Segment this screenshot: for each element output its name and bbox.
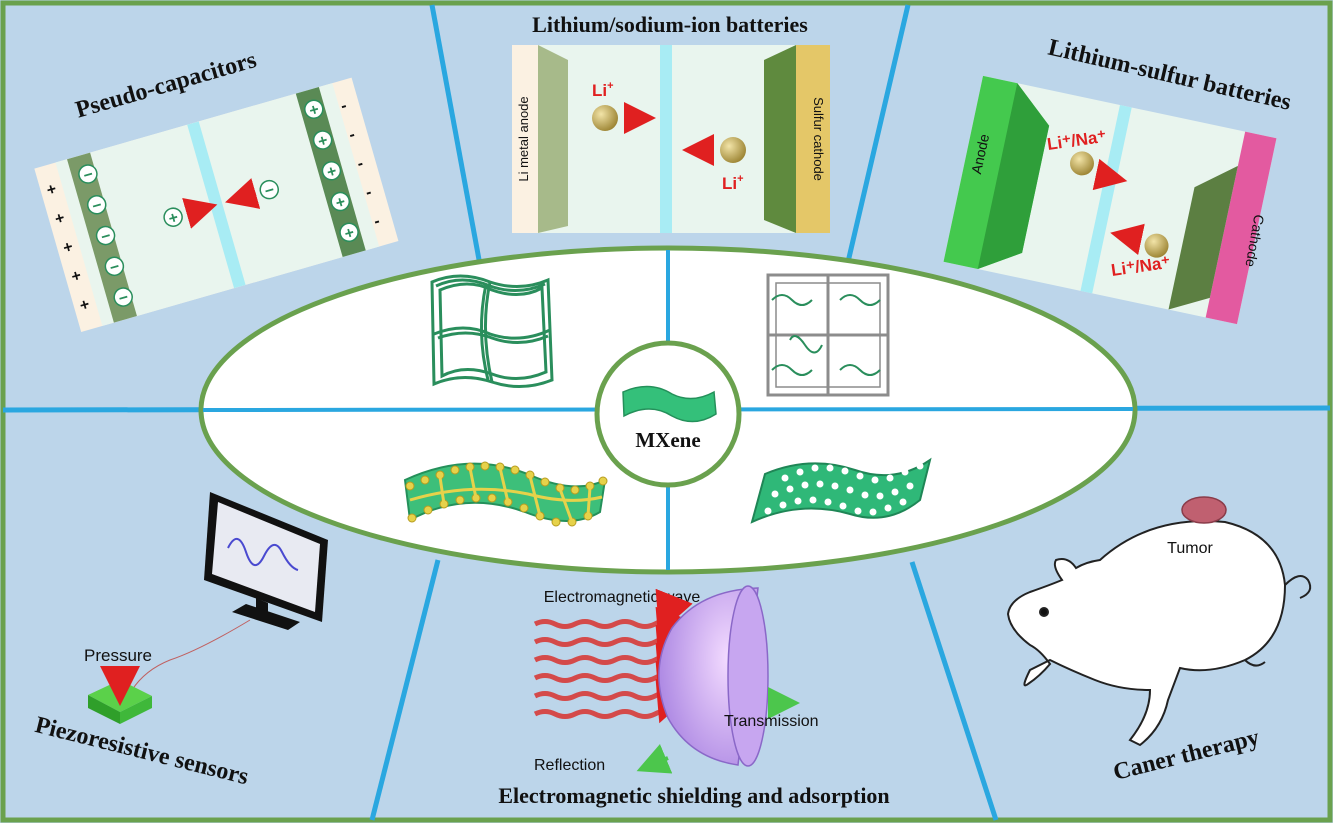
svg-text:+: +: [53, 210, 67, 229]
svg-text:-: -: [364, 184, 374, 202]
mxene-aerogel-structure: [430, 274, 554, 388]
mxene-sheet-icon: [622, 385, 717, 423]
mxene-fiber-network: [403, 461, 608, 527]
li-ion-bottom: [720, 137, 746, 163]
svg-text:−: −: [108, 258, 122, 277]
svg-text:-: -: [339, 97, 349, 115]
sulfur-cathode-label: Sulfur cathode: [811, 97, 826, 181]
shield-hemisphere-icon: [658, 585, 769, 767]
svg-text:+: +: [343, 224, 357, 243]
em-title: Electromagnetic shielding and adsorption: [498, 783, 889, 808]
em-wave-label: Electromagnetic wave: [544, 589, 701, 606]
tumor-label: Tumor: [1167, 540, 1213, 557]
svg-text:+: +: [316, 132, 330, 151]
mxene-porous-film: [750, 457, 932, 524]
li-na-ion-title: Lithium/sodium-ion batteries: [532, 12, 808, 37]
svg-text:-: -: [347, 126, 357, 144]
li-metal-anode-label: Li metal anode: [516, 96, 531, 181]
tumor-icon: [1181, 496, 1227, 524]
svg-text:−: −: [263, 182, 277, 201]
li-ion-top-label: Li+: [592, 80, 614, 100]
svg-text:+: +: [167, 209, 181, 228]
transmission-label: Transmission: [724, 713, 819, 730]
svg-text:+: +: [325, 163, 339, 182]
svg-text:−: −: [99, 228, 113, 247]
sensor-wire: [131, 619, 251, 691]
em-wave-arrows: [533, 588, 693, 724]
mouse-icon: [1006, 520, 1312, 747]
svg-text:-: -: [372, 213, 382, 231]
svg-text:+: +: [78, 296, 92, 315]
svg-text:+: +: [45, 181, 59, 200]
monitor-icon: [204, 492, 328, 630]
li-ion-bottom-label: Li+: [722, 173, 744, 193]
svg-text:+: +: [334, 194, 348, 213]
framework-mxene-fill: [771, 294, 881, 376]
pseudo-capacitor-cell: +++++ ----- −−−−− +++++ +−: [34, 77, 399, 332]
li-ion-top: [592, 105, 618, 131]
center-label: MXene: [635, 428, 700, 452]
svg-text:−: −: [81, 166, 95, 185]
li-s-cell: [943, 75, 1277, 325]
li-na-ion-panel: Lithium/sodium-ion batteries Li metal an…: [512, 12, 830, 233]
svg-text:+: +: [61, 238, 75, 257]
reflection-label: Reflection: [534, 757, 605, 774]
svg-text:-: -: [355, 155, 365, 173]
svg-text:+: +: [307, 101, 321, 120]
svg-text:+: +: [70, 267, 84, 286]
svg-text:−: −: [90, 197, 104, 216]
em-panel: Electromagnetic wave Transmission Reflec…: [498, 585, 890, 808]
svg-text:−: −: [117, 289, 131, 308]
mxene-framework-cube: [766, 273, 890, 397]
pressure-label: Pressure: [84, 646, 152, 665]
